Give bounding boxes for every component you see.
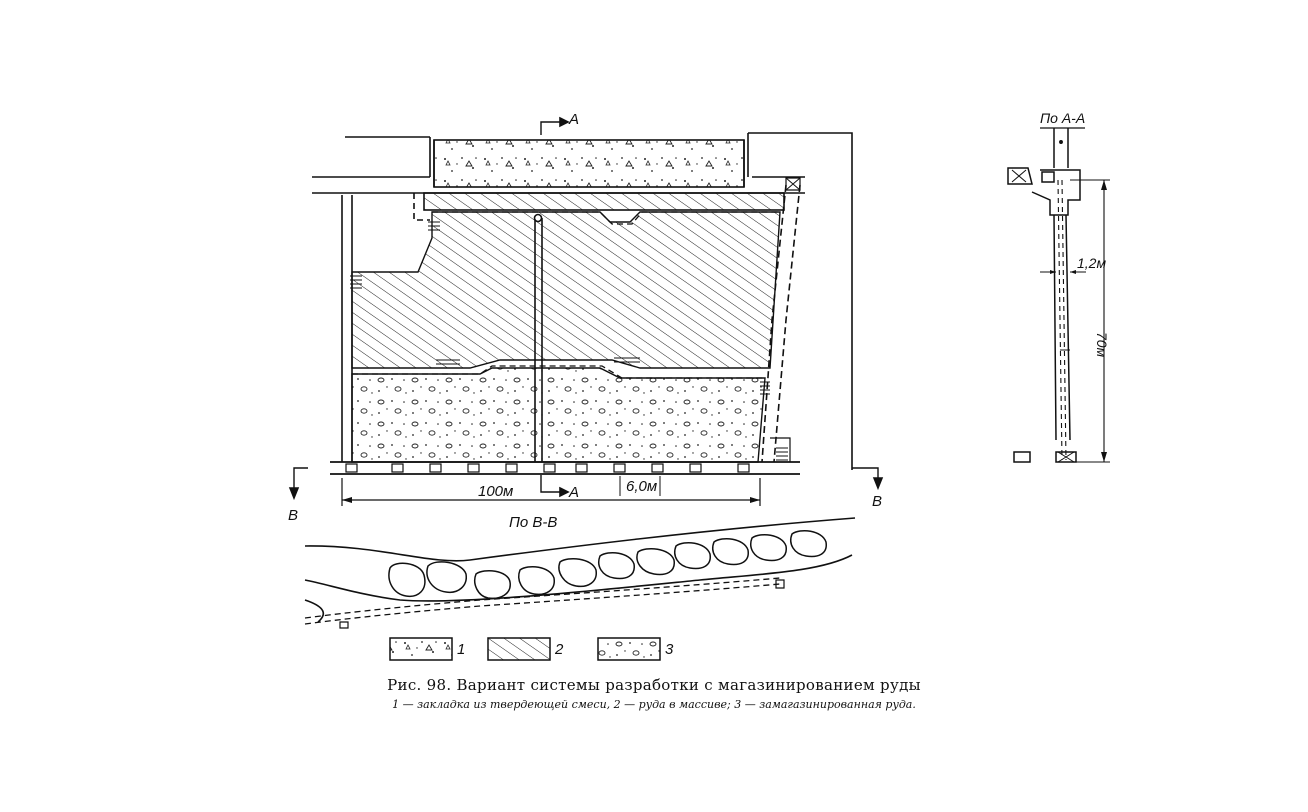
drawpoint-markers bbox=[346, 464, 749, 472]
legend-swatch-3 bbox=[598, 638, 660, 660]
label-section-a-top: А bbox=[568, 111, 579, 128]
legend-swatch-2 bbox=[488, 638, 550, 660]
label-section-a-bottom: А bbox=[568, 484, 579, 501]
label-section-b-left: В bbox=[288, 507, 298, 524]
stored-ore-zone bbox=[352, 368, 765, 462]
figure-caption: Рис. 98. Вариант системы разработки с ма… bbox=[0, 676, 1308, 694]
legend-number-3: 3 bbox=[665, 641, 674, 658]
pillar-strip bbox=[424, 193, 784, 210]
ore-massive-zone bbox=[352, 212, 780, 368]
legend-swatch-1 bbox=[390, 638, 452, 660]
label-side-title: По А-А bbox=[1040, 110, 1085, 126]
label-side-width: 1,2м bbox=[1077, 255, 1106, 271]
elevation-view bbox=[290, 118, 882, 506]
legend-number-1: 1 bbox=[457, 641, 465, 658]
legend bbox=[390, 638, 660, 660]
label-section-b-right: В bbox=[872, 493, 882, 510]
legend-number-2: 2 bbox=[554, 641, 564, 658]
plan-view bbox=[305, 518, 855, 628]
plan-chambers bbox=[389, 531, 826, 599]
label-plan-title: По В-В bbox=[509, 514, 557, 531]
label-dim-spacing: 6,0м bbox=[626, 478, 657, 495]
side-section bbox=[1008, 128, 1110, 462]
label-side-height: 70м bbox=[1094, 332, 1110, 358]
label-dim-length: 100м bbox=[478, 483, 513, 500]
top-backfill-zone bbox=[434, 140, 744, 187]
figure-legend-text: 1 — закладка из твердеющей смеси, 2 — ру… bbox=[0, 698, 1308, 711]
